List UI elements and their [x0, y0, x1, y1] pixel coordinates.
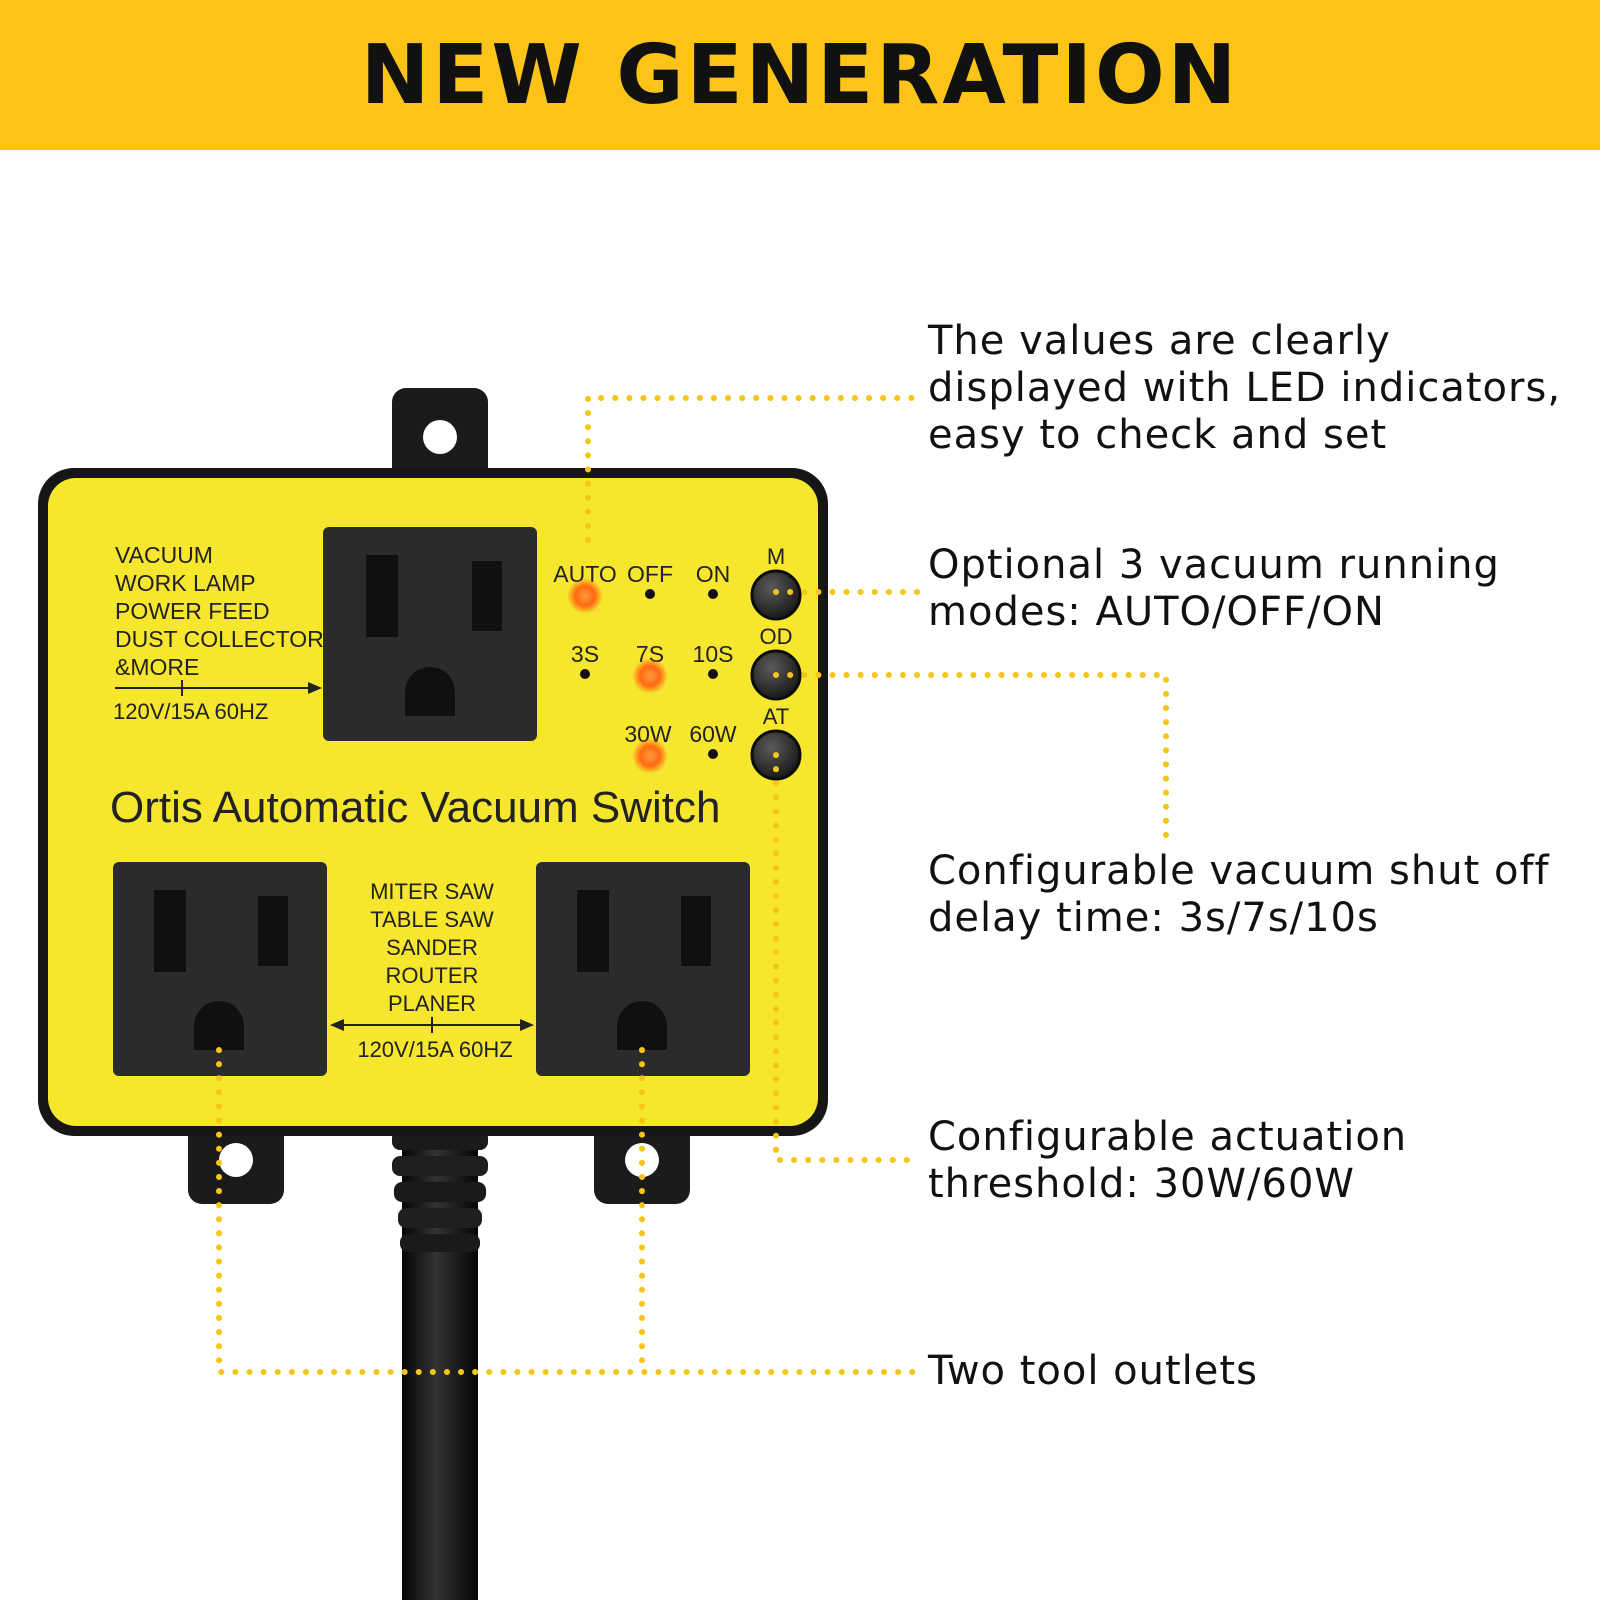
table-saw-label: TABLE SAW [370, 907, 494, 932]
60w-led [708, 749, 718, 759]
vacuum-outlet[interactable] [323, 527, 537, 741]
mode-button-label: M [767, 544, 785, 569]
tool-outlet-left[interactable] [113, 862, 327, 1076]
tool-outlet-rating: 120V/15A 60HZ [357, 1037, 512, 1062]
work-lamp-label: WORK LAMP [115, 570, 256, 596]
on-led [708, 589, 718, 599]
device-title: Ortis Automatic Vacuum Switch [110, 783, 721, 832]
vacuum-label: VACUUM [115, 542, 213, 568]
miter-saw-label: MITER SAW [370, 879, 494, 904]
dust-collector-label: DUST COLLECTOR [115, 626, 324, 652]
7s-led-active [632, 658, 668, 694]
threshold-button-label: AT [763, 704, 789, 729]
10s-led-label: 10S [693, 641, 734, 667]
callout-led: The values are clearly displayed with LE… [928, 318, 1562, 458]
tool-outlet-right[interactable] [536, 862, 750, 1076]
callout-tools: Two tool outlets [928, 1348, 1258, 1394]
callout-modes: Optional 3 vacuum running modes: AUTO/OF… [928, 542, 1500, 635]
on-led-label: ON [696, 561, 731, 587]
delay-button-label: OD [760, 624, 793, 649]
callout-line-led [585, 395, 923, 543]
30w-led-active [632, 738, 668, 774]
power-cord [392, 1130, 488, 1600]
banner-title: NEW GENERATION [360, 27, 1240, 123]
60w-led-label: 60W [689, 721, 737, 747]
callout-line-delay [773, 672, 1169, 849]
3s-led-label: 3S [571, 641, 599, 667]
callout-threshold: Configurable actuation threshold: 30W/60… [928, 1114, 1408, 1207]
and-more-label: &MORE [115, 654, 199, 680]
mounting-tab-top [392, 388, 488, 488]
callout-line-tools [216, 1047, 923, 1375]
3s-led [580, 669, 590, 679]
vacuum-outlet-rating: 120V/15A 60HZ [113, 699, 268, 724]
power-feed-label: POWER FEED [115, 598, 270, 624]
vacuum-outlet-labels: VACUUM WORK LAMP POWER FEED DUST COLLECT… [113, 542, 324, 724]
top-banner: NEW GENERATION [0, 0, 1600, 150]
auto-led-active [567, 578, 603, 614]
callout-delay: Configurable vacuum shut off delay time:… [928, 848, 1550, 941]
sander-label: SANDER [386, 935, 478, 960]
router-label: ROUTER [386, 963, 479, 988]
off-led [645, 589, 655, 599]
tool-outlet-labels: MITER SAW TABLE SAW SANDER ROUTER PLANER… [330, 879, 534, 1062]
planer-label: PLANER [388, 991, 476, 1016]
10s-led [708, 669, 718, 679]
led-panel: AUTO OFF ON 3S 7S 10S 30W 60W [553, 561, 737, 774]
off-led-label: OFF [627, 561, 673, 587]
